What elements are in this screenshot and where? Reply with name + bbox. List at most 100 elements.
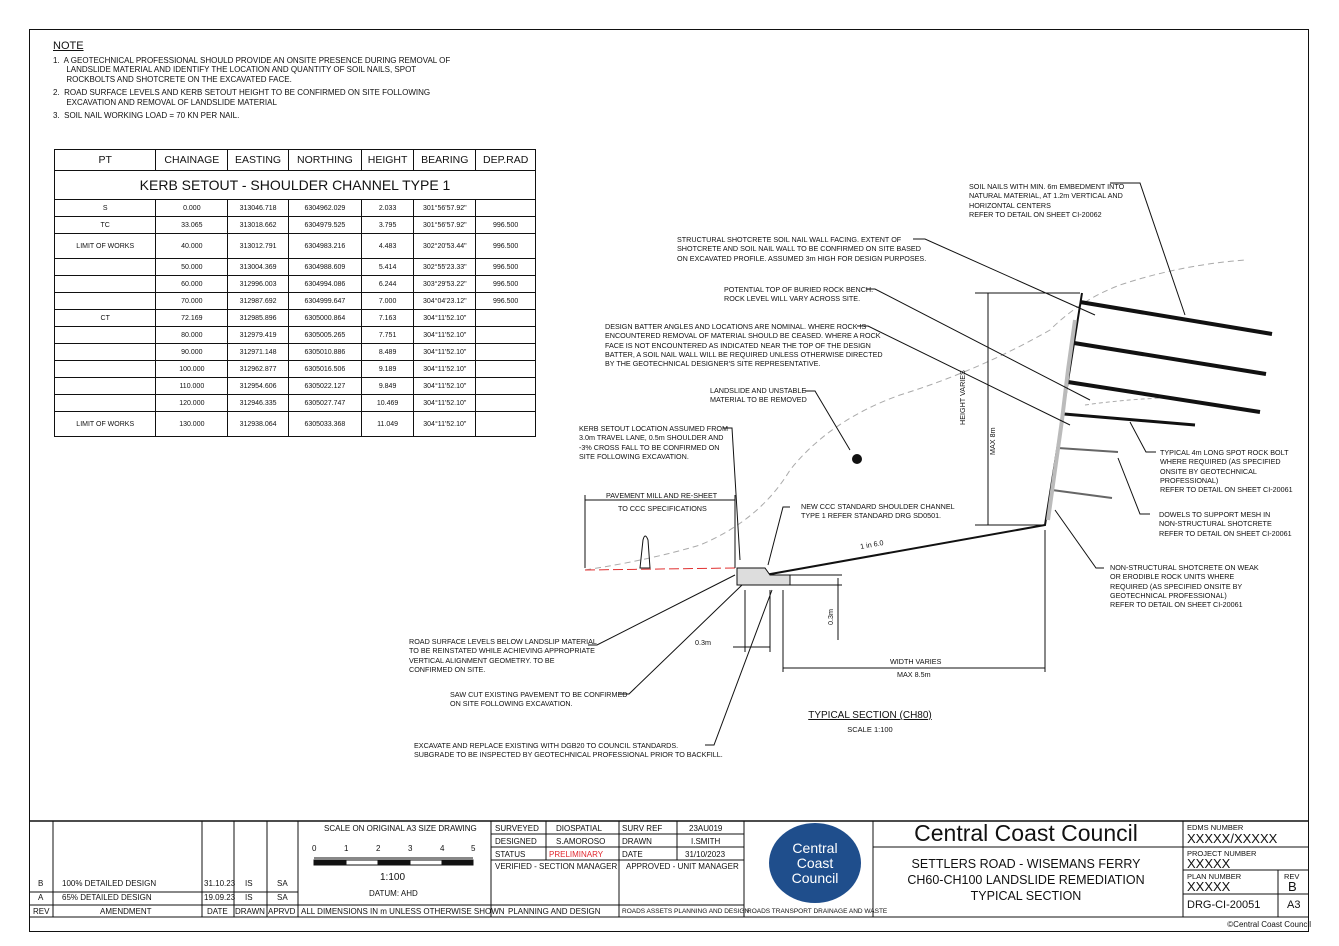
dimensions-note: ALL DIMENSIONS IN m UNLESS OTHERWISE SHO… (301, 907, 505, 916)
label-pavement-2: TO CCC SPECIFICATIONS (618, 504, 707, 513)
table-cell: 6305033.368 (287, 411, 362, 437)
table-cell (475, 411, 536, 437)
surv-ref-label: SURV REF (622, 824, 663, 833)
table-header: NORTHING (287, 149, 362, 171)
label-channel: NEW CCC STANDARD SHOULDER CHANNEL TYPE 1… (801, 502, 955, 521)
revision-apprvd: SA (277, 893, 288, 902)
scale-tick: 2 (376, 844, 381, 853)
approved-label: APPROVED - UNIT MANAGER (626, 862, 739, 871)
drawn-header: DRAWN (235, 907, 265, 916)
revision-drawn: IS (245, 879, 253, 888)
copyright: ©Central Coast Council (1227, 920, 1311, 929)
table-cell: 304°11'52.10" (413, 411, 477, 437)
surveyed-value: DIOSPATIAL (556, 824, 602, 833)
table-header: DEP.RAD (475, 149, 536, 171)
drawn-value: I.SMITH (691, 837, 721, 846)
scale-tick: 1 (344, 844, 349, 853)
status-value: PRELIMINARY (549, 850, 604, 859)
table-cell: 6304983.216 (287, 233, 362, 259)
existing-ground-line (584, 259, 1246, 571)
project-number-label: PROJECT NUMBER (1187, 849, 1257, 858)
section-scale: SCALE 1:100 (847, 725, 893, 734)
label-dowels: DOWELS TO SUPPORT MESH IN NON-STRUCTURAL… (1159, 510, 1292, 538)
project-number-value: XXXXX (1187, 856, 1231, 871)
existing-road-line (584, 567, 736, 571)
table-cell: 33.065 (155, 216, 229, 234)
revision-rev: B (38, 879, 44, 888)
dept-planning: PLANNING AND DESIGN (508, 907, 601, 916)
drawing-scale: 1:100 (380, 872, 406, 883)
table-cell: 11.049 (360, 411, 415, 437)
note-item: 3. SOIL NAIL WORKING LOAD = 70 KN PER NA… (53, 111, 240, 120)
revision-amendment: 100% DETAILED DESIGN (62, 879, 157, 888)
label-road-levels: ROAD SURFACE LEVELS BELOW LANDSLIP MATER… (409, 637, 597, 674)
table-cell: 304°11'52.10" (413, 377, 477, 395)
council-logo: Central Coast Council (769, 823, 861, 903)
label-rock-bolt: TYPICAL 4m LONG SPOT ROCK BOLT WHERE REQ… (1160, 448, 1293, 495)
table-cell: LIMIT OF WORKS (53, 411, 157, 437)
drawing-number: DRG-CI-20051 (1187, 899, 1261, 911)
date-value: 31/10/2023 (685, 850, 726, 859)
drawing-frame (29, 29, 1309, 932)
scale-tick: 3 (408, 844, 413, 853)
rev-header: REV (33, 907, 50, 916)
revision-date: 19.09.23 (204, 893, 236, 902)
verified-label: VERIFIED - SECTION MANAGER (495, 862, 618, 871)
dept-roads-assets: ROADS ASSETS PLANNING AND DESIGN (622, 908, 750, 915)
surveyed-label: SURVEYED (495, 824, 539, 833)
table-cell: 996.500 (475, 233, 536, 259)
label-rock-bench: POTENTIAL TOP OF BURIED ROCK BENCH. ROCK… (724, 285, 874, 304)
surv-ref-value: 23AU019 (689, 824, 723, 833)
label-soil-nails: SOIL NAILS WITH MIN. 6m EMBEDMENT INTO N… (969, 182, 1125, 219)
label-batter: DESIGN BATTER ANGLES AND LOCATIONS ARE N… (605, 322, 883, 369)
revision-drawn: IS (245, 893, 253, 902)
rev-label: REV (1284, 872, 1300, 881)
label-pavement: PAVEMENT MILL AND RE-SHEET (606, 491, 718, 500)
date-label: DATE (622, 850, 643, 859)
status-label: STATUS (495, 850, 526, 859)
soil-nails (1063, 300, 1273, 427)
label-kerb-setout: KERB SETOUT LOCATION ASSUMED FROM 3.0m T… (579, 424, 728, 461)
notes: NOTE 1. A GEOTECHNICAL PROFESSIONAL SHOU… (53, 40, 453, 121)
notes-heading: NOTE (53, 40, 84, 52)
scale-tick: 5 (471, 844, 476, 853)
apprvd-header: APRVD (268, 907, 296, 916)
note-item: 1. A GEOTECHNICAL PROFESSIONAL SHOULD PR… (53, 55, 451, 84)
plan-number-value: XXXXX (1187, 879, 1231, 894)
revision-apprvd: SA (277, 879, 288, 888)
scale-heading: SCALE ON ORIGINAL A3 SIZE DRAWING (324, 824, 477, 833)
label-width-varies: WIDTH VARIES (890, 657, 942, 666)
designed-value: S.AMOROSO (556, 837, 606, 846)
table-cell: LIMIT OF WORKS (53, 233, 157, 259)
kerb-setout-table: KERB SETOUT - SHOULDER CHANNEL TYPE 1 PT… (53, 149, 536, 437)
sheet-size: A3 (1287, 899, 1301, 911)
section-title: TYPICAL SECTION (CH80) (808, 710, 932, 721)
datum: DATUM: AHD (369, 889, 418, 898)
project-title: SETTLERS ROAD - WISEMANS FERRY CH60-CH10… (907, 857, 1145, 903)
edms-value: XXXXX/XXXXX (1187, 831, 1278, 846)
label-excavate: EXCAVATE AND REPLACE EXISTING WITH DGB20… (414, 741, 723, 760)
label-landslide: LANDSLIDE AND UNSTABLE MATERIAL TO BE RE… (710, 386, 807, 405)
scale-tick: 0 (312, 844, 317, 853)
note-item: 2. ROAD SURFACE LEVELS AND KERB SETOUT H… (53, 88, 431, 107)
label-saw-cut: SAW CUT EXISTING PAVEMENT TO BE CONFIRME… (450, 690, 628, 709)
logo-text: Central Coast Council (791, 839, 839, 886)
edms-label: EDMS NUMBER (1187, 823, 1244, 832)
label-dim-0.3-horizontal: 0.3m (695, 638, 711, 647)
label-nonstructural: NON-STRUCTURAL SHOTCRETE ON WEAK OR EROD… (1110, 563, 1259, 610)
revision-rev: A (38, 893, 44, 902)
scale-tick: 4 (440, 844, 445, 853)
label-structural-shotcrete: STRUCTURAL SHOTCRETE SOIL NAIL WALL FACI… (677, 235, 927, 263)
council-name: Central Coast Council (914, 820, 1138, 846)
label-max-8.5m: MAX 8.5m (897, 670, 931, 679)
